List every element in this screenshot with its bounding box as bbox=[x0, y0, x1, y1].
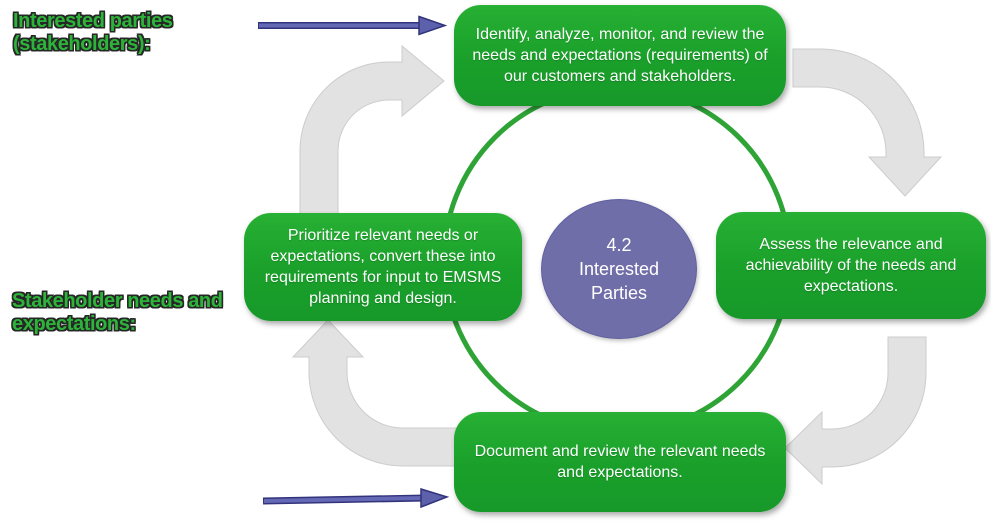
center-circle-interested-parties: 4.2 Interested Parties bbox=[541, 199, 697, 339]
center-circle-text-line: Interested bbox=[578, 259, 660, 279]
process-box-text-line: Prioritize relevant needs or bbox=[287, 227, 479, 244]
label-stakeholder-needs: Stakeholder needs and expectations: bbox=[12, 290, 223, 336]
side-label-line: expectations: bbox=[12, 313, 136, 335]
process-box-text-line: achievability of the needs and bbox=[745, 257, 957, 274]
process-box-identify: Identify, analyze, monitor, and review t… bbox=[454, 5, 786, 106]
side-label-line: (stakeholders): bbox=[13, 33, 151, 55]
pointer-arrow-top-icon bbox=[258, 15, 448, 36]
pointer-arrow-bottom-icon bbox=[262, 487, 450, 509]
side-label-line: Interested parties bbox=[13, 10, 173, 32]
process-box-text-line: needs and expectations (requirements) of bbox=[472, 47, 768, 64]
process-box-text-line: requirements for input to EMSMS bbox=[264, 269, 502, 286]
center-circle-text-line: 4.2 bbox=[606, 235, 632, 255]
label-interested-parties: Interested parties (stakeholders): bbox=[13, 10, 173, 56]
process-box-text-line: expectations. bbox=[803, 278, 899, 295]
process-box-text-line: planning and design. bbox=[309, 290, 457, 307]
center-circle-text-line: Parties bbox=[590, 283, 648, 303]
process-box-text-line: Document and review the relevant needs bbox=[474, 443, 766, 460]
curved-arrow-left-to-top-icon bbox=[299, 44, 445, 216]
process-box-text-line: Assess the relevance and bbox=[759, 236, 943, 253]
side-label-line: Stakeholder needs and bbox=[12, 290, 223, 312]
process-box-text-line: our customers and stakeholders. bbox=[503, 68, 737, 85]
curved-arrow-top-to-right-icon bbox=[792, 48, 943, 197]
process-box-assess: Assess the relevance and achievability o… bbox=[716, 212, 986, 319]
curved-arrow-bottom-to-left-icon bbox=[291, 319, 463, 467]
process-box-document: Document and review the relevant needs a… bbox=[454, 412, 786, 512]
process-box-text-line: Identify, analyze, monitor, and review t… bbox=[475, 26, 765, 43]
curved-arrow-right-to-bottom-icon bbox=[784, 336, 927, 486]
process-box-text-line: expectations, convert these into bbox=[270, 248, 496, 265]
process-box-text-line: and expectations. bbox=[557, 464, 683, 481]
process-box-prioritize: Prioritize relevant needs or expectation… bbox=[244, 213, 522, 321]
